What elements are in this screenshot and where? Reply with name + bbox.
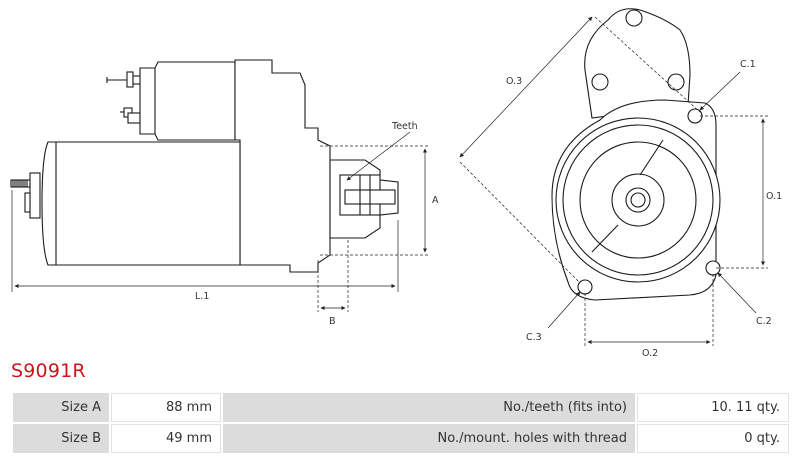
size-a-label: Size A [13, 393, 109, 422]
hole-c3 [577, 279, 593, 295]
hole-c1 [687, 108, 703, 124]
front-view-dimensions [459, 16, 768, 346]
front-view [551, 8, 721, 301]
mounting-holes-value: 0 qty. [637, 424, 789, 453]
teeth-count-value: 10. 11 qty. [637, 393, 789, 422]
teeth-count-label: No./teeth (fits into) [223, 393, 635, 422]
side-view-dimensions [11, 131, 430, 312]
dimension-b-label: B [329, 316, 336, 327]
dimension-a-label: A [432, 195, 439, 206]
teeth-label: Teeth [391, 121, 418, 132]
specifications-table: Size A 88 mm No./teeth (fits into) 10. 1… [11, 391, 791, 455]
starter-technical-drawing: Teeth A L.1 B [10, 8, 782, 359]
dimension-o3-label: O.3 [506, 76, 522, 87]
top-lug [584, 8, 691, 119]
terminal-bolts [106, 71, 144, 124]
dimension-c3-label: C.3 [526, 332, 542, 343]
table-row: Size A 88 mm No./teeth (fits into) 10. 1… [13, 393, 789, 422]
dimension-o1-label: O.1 [766, 191, 782, 202]
drive-housing [234, 59, 331, 273]
side-view [10, 59, 399, 273]
threaded-stud [10, 179, 31, 188]
size-a-value: 88 mm [111, 393, 221, 422]
size-b-label: Size B [13, 424, 109, 453]
motor-body [41, 141, 241, 266]
product-code-title: S9091R [11, 360, 86, 382]
solenoid [139, 61, 236, 141]
end-connector [29, 172, 41, 219]
dimension-l1-label: L.1 [195, 291, 209, 302]
size-b-value: 49 mm [111, 424, 221, 453]
dimension-c1-label: C.1 [740, 59, 756, 70]
table-row: Size B 49 mm No./mount. holes with threa… [13, 424, 789, 453]
mounting-holes-label: No./mount. holes with thread [223, 424, 635, 453]
dimension-o2-label: O.2 [642, 348, 658, 359]
dimension-c2-label: C.2 [756, 316, 772, 327]
